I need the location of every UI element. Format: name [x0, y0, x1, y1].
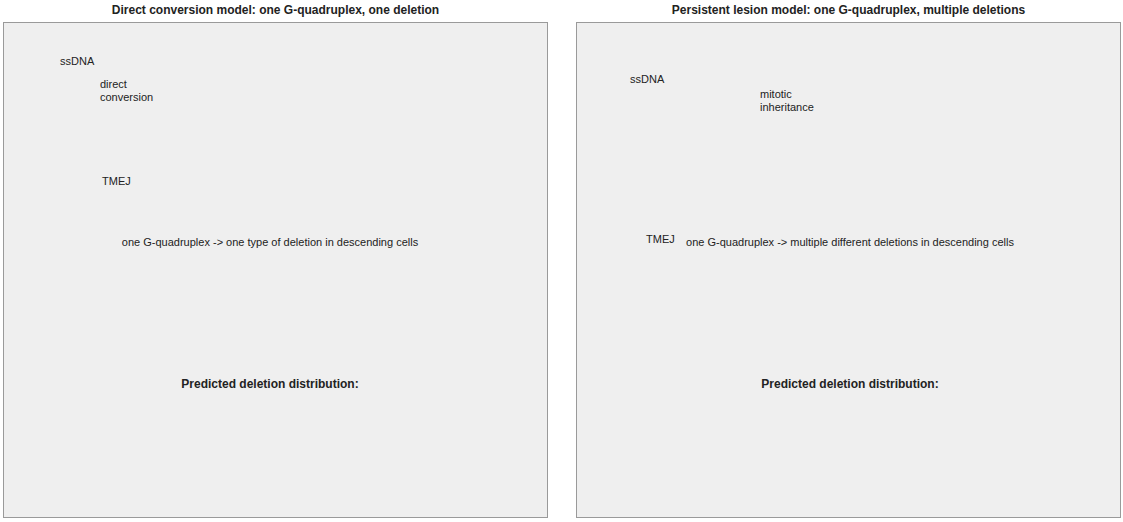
section-heading: Predicted deletion distribution:	[110, 378, 430, 391]
section-heading: Predicted deletion distribution:	[690, 378, 1010, 391]
annotation-label: ssDNA	[630, 73, 690, 86]
panel-ground	[576, 22, 1121, 518]
annotation-label: mitotic inheritance	[760, 88, 840, 114]
annotation-label: TMEJ	[102, 175, 142, 188]
panel-title: Direct conversion model: one G-quadruple…	[3, 2, 548, 20]
annotation-label: one G-quadruplex -> multiple different d…	[620, 236, 1080, 249]
annotation-label: TMEJ	[646, 233, 686, 246]
annotation-label: one G-quadruplex -> one type of deletion…	[60, 236, 480, 249]
model-panel: Direct conversion model: one G-quadruple…	[3, 2, 548, 518]
annotation-label: ssDNA	[60, 55, 120, 68]
annotation-label: direct conversion	[100, 78, 170, 104]
panel-ground	[3, 22, 548, 518]
panel-title: Persistent lesion model: one G-quadruple…	[576, 2, 1121, 20]
